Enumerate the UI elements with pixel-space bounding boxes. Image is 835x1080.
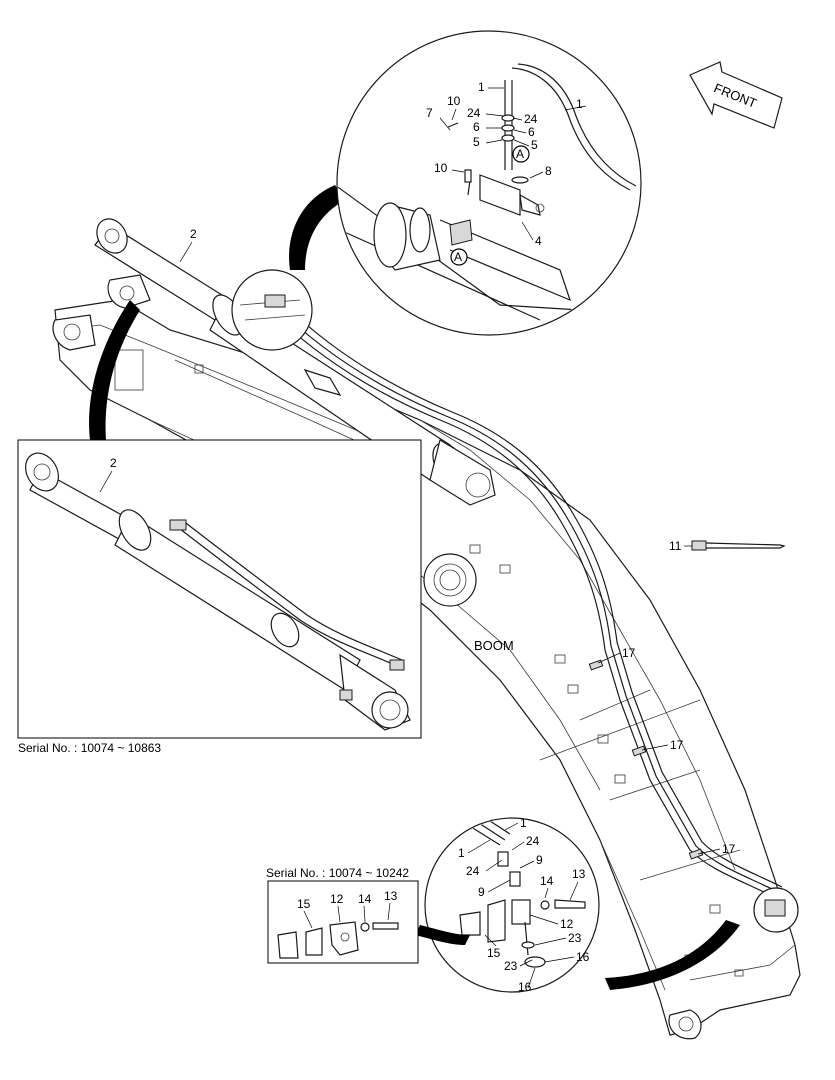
callout-7: 7	[426, 106, 433, 120]
callout-2: 2	[190, 227, 197, 241]
callout-4: 4	[535, 234, 542, 248]
small-serial-box: Serial No. : 10074 ~ 10242 15 12 14 13	[266, 866, 470, 964]
callout-23: 23	[504, 959, 518, 973]
inset-cylinder-box: 2 Serial No. : 10074 ~ 10863	[17, 300, 422, 755]
callout-14: 14	[358, 892, 372, 906]
ref-a-bottom: A	[454, 250, 462, 264]
bottom-detail: 1 24 1 9 24 9 14 13 12 15 23 16 23 16	[424, 816, 799, 994]
boom-structure	[52, 274, 801, 1040]
callout-2: 2	[110, 456, 117, 470]
callout-1: 1	[576, 97, 583, 111]
callout-15: 15	[297, 897, 311, 911]
ref-a-top: A	[516, 147, 524, 161]
callout-12: 12	[560, 917, 574, 931]
callout-6: 6	[528, 125, 535, 139]
callout-13: 13	[572, 867, 586, 881]
callout-17: 17	[622, 646, 636, 660]
callout-15: 15	[487, 946, 501, 960]
callout-17: 17	[670, 738, 684, 752]
callout-1: 1	[458, 846, 465, 860]
callout-24: 24	[526, 834, 540, 848]
callout-24: 24	[466, 864, 480, 878]
callout-1: 1	[478, 80, 485, 94]
callout-17: 17	[722, 842, 736, 856]
callout-1: 1	[520, 816, 527, 830]
serial-small: Serial No. : 10074 ~ 10242	[266, 866, 409, 880]
callout-16: 16	[518, 980, 532, 994]
callout-8: 8	[545, 164, 552, 178]
callout-24: 24	[524, 112, 538, 126]
callout-12: 12	[330, 892, 344, 906]
boom-label: BOOM	[474, 638, 514, 653]
serial-main: Serial No. : 10074 ~ 10863	[18, 741, 161, 755]
callout-23: 23	[568, 931, 582, 945]
callout-6: 6	[473, 120, 480, 134]
cable-tie: 11	[669, 539, 786, 553]
callout-24: 24	[467, 106, 481, 120]
callout-9: 9	[536, 853, 543, 867]
front-arrow: FRONT	[689, 61, 783, 129]
top-detail: A A 1 1 10 24 24 7 6 6 5 5 10 8 4	[231, 30, 642, 351]
callout-11: 11	[669, 539, 682, 553]
callout-16: 16	[576, 950, 590, 964]
callout-14: 14	[540, 874, 554, 888]
callout-10: 10	[434, 161, 448, 175]
hydraulic-lines	[269, 301, 783, 896]
callout-13: 13	[384, 889, 398, 903]
callout-5: 5	[531, 138, 538, 152]
callout-10: 10	[447, 94, 461, 108]
callout-5: 5	[473, 135, 480, 149]
callout-9: 9	[478, 885, 485, 899]
